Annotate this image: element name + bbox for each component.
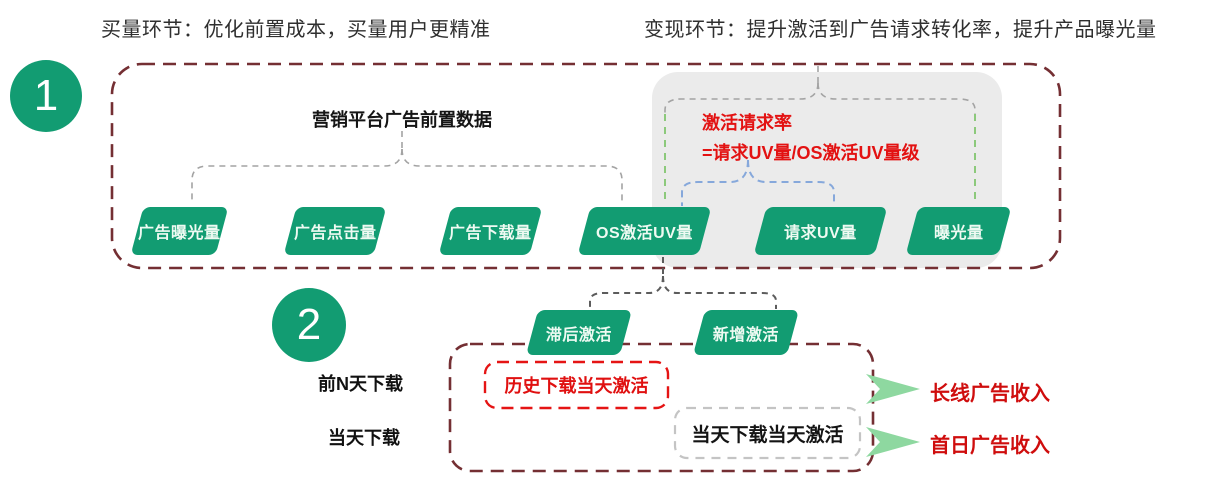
activation-box-label: 新增激活 (712, 326, 779, 344)
activation-box-new: 新增激活 (692, 310, 800, 355)
activation-fork-connector (589, 257, 777, 309)
phase-label-monetize: 变现环节：提升激活到广告请求转化率，提升产品曝光量 (644, 19, 1157, 41)
activation-matrix-dashed-outline (448, 342, 875, 473)
activation-box-label: 滞后激活 (545, 326, 612, 344)
outcome-firstday-revenue: 首日广告收入 (930, 435, 1050, 457)
activation-box-lagged: 滞后激活 (525, 310, 633, 355)
funnel-box-ad-exposure: 广告曝光量 (130, 207, 229, 255)
diagram-title: 营销平台广告前置数据 (312, 110, 492, 130)
monetize-fork-connector (664, 66, 976, 114)
funnel-box-os-activation-uv: OS激活UV量 (577, 207, 712, 255)
funnel-box-label: 曝光量 (933, 225, 984, 242)
arrow-right-icon (866, 427, 920, 457)
green-dashed-connectors (664, 114, 976, 205)
funnel-box-label: OS激活UV量 (596, 225, 693, 242)
funnel-box-label: 广告曝光量 (138, 225, 221, 242)
funnel-box-label: 请求UV量 (784, 225, 857, 242)
buy-phase-dashed-outline (110, 62, 1062, 270)
step-badge-1: 1 (10, 60, 82, 132)
funnel-box-label: 广告下载量 (449, 225, 532, 242)
cell-sameday-activation: 当天下载当天激活 (691, 424, 844, 446)
history-activation-dashed-box (483, 360, 670, 410)
arrow-right-icon (866, 374, 920, 404)
phase-label-buy: 买量环节：优化前置成本，买量用户更精准 (101, 19, 491, 41)
step-badge-2: 2 (272, 288, 346, 362)
funnel-box-request-uv: 请求UV量 (753, 207, 888, 255)
cell-history-activation: 历史下载当天激活 (504, 376, 649, 396)
title-fork-connector (191, 131, 623, 202)
funnel-box-exposure: 曝光量 (905, 207, 1012, 255)
funnel-box-label: 广告点击量 (293, 225, 377, 242)
metric-title: 激活请求率 (702, 113, 792, 133)
blue-fork-connector (681, 159, 835, 206)
row-label-prev-days: 前N天下载 (318, 374, 403, 394)
outcome-longterm-revenue: 长线广告收入 (930, 383, 1050, 405)
sameday-activation-dashed-box (673, 406, 862, 460)
row-label-same-day: 当天下载 (328, 428, 400, 448)
funnel-box-ad-downloads: 广告下载量 (438, 207, 543, 255)
metric-formula: =请求UV量/OS激活UV量级 (702, 143, 920, 163)
funnel-box-ad-clicks: 广告点击量 (283, 207, 387, 255)
